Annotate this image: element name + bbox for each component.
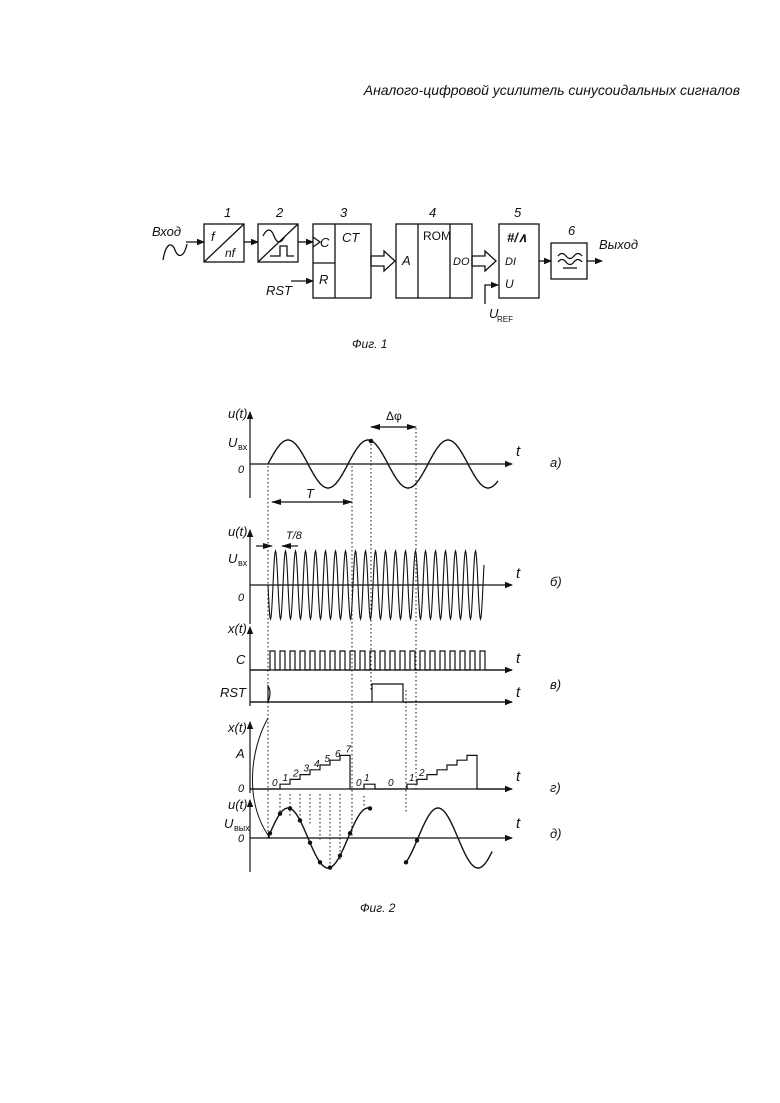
- sample-dot: [308, 841, 312, 845]
- panel-b-period8: T/8: [286, 530, 303, 542]
- sample-dot: [318, 860, 322, 864]
- panel-v-ylabel: x(t): [227, 621, 247, 636]
- panel-b-level-sub: вх: [238, 558, 248, 568]
- fig2-labels: u(t) U вх 0 t а) Δφ T u(t) U вх 0 t б) T…: [220, 406, 562, 845]
- panel-g-ylabel: x(t): [227, 720, 247, 735]
- panel-d-t: t: [516, 815, 521, 832]
- block3-title: CT: [342, 230, 360, 245]
- step-label: 0: [356, 778, 362, 789]
- step-label: 1: [409, 773, 415, 784]
- step-labels: 0123456701012: [272, 744, 425, 789]
- block5-title: #/∧: [507, 230, 527, 245]
- block2-sine-icon: [263, 230, 285, 242]
- panel-v-t-clock: t: [516, 650, 521, 667]
- bus-3-4-arrow: [371, 251, 395, 271]
- block1-top-label: f: [211, 229, 216, 244]
- block5-port-di: DI: [505, 256, 516, 268]
- panel-b-t: t: [516, 565, 521, 582]
- panel-d-ylabel: u(t): [228, 797, 248, 812]
- block1-bottom-label: nf: [225, 246, 237, 260]
- step-label: 5: [325, 754, 331, 765]
- fig1-block-diagram: Вход 1 f nf 2 3 C R CT R: [152, 205, 638, 324]
- panel-a-ylabel: u(t): [228, 406, 248, 421]
- block4-title: ROM: [423, 229, 451, 243]
- sample-dot: [328, 865, 332, 869]
- panel-g-zero: 0: [238, 783, 245, 795]
- input-sine-icon: [163, 244, 187, 260]
- panel-a-level: U: [228, 435, 238, 450]
- panel-a-zero: 0: [238, 464, 245, 476]
- step-label: 1: [364, 773, 370, 784]
- block2-number: 2: [275, 205, 284, 220]
- fig2-caption: Фиг. 2: [360, 901, 396, 915]
- step-label: 7: [346, 744, 352, 755]
- block1-number: 1: [224, 205, 231, 220]
- block3-number: 3: [340, 205, 348, 220]
- panel-b-level: U: [228, 551, 238, 566]
- panel-d-level: U: [224, 816, 234, 831]
- wire-uref: [485, 285, 498, 304]
- panel-b-zero: 0: [238, 592, 245, 604]
- panel-a-period: T: [306, 486, 315, 501]
- block4-port-do: DO: [453, 256, 470, 268]
- panel-g-level: A: [235, 746, 245, 761]
- sample-dot: [368, 806, 372, 810]
- panel-a-level-sub: вх: [238, 442, 248, 452]
- block3-clock-mark: [313, 237, 320, 247]
- panel-d-level-sub: вых: [234, 823, 250, 833]
- block6-number: 6: [568, 223, 576, 238]
- panel-d-zero: 0: [238, 833, 245, 845]
- step-label: 4: [314, 759, 320, 770]
- panel-v-clock: C: [236, 652, 246, 667]
- step-label: 0: [272, 778, 278, 789]
- block3-port-c: C: [320, 235, 330, 250]
- panel-v-reset: RST: [220, 685, 247, 700]
- panel-a-phase: Δφ: [386, 409, 402, 423]
- sample-dot: [415, 838, 419, 842]
- step-label: 1: [283, 773, 289, 784]
- panel-a-tag: а): [550, 455, 562, 470]
- counter-staircase: [250, 755, 505, 789]
- block1-diagonal: [204, 224, 244, 262]
- panel-b-tag: б): [550, 574, 562, 589]
- filter-wave-icon: [558, 260, 582, 265]
- block5-port-u: U: [505, 277, 514, 291]
- reset-pulse: [250, 684, 512, 702]
- fig1-rst-label: RST: [266, 283, 293, 298]
- panel-v-t-rst: t: [516, 684, 521, 701]
- block4-port-a: A: [401, 253, 411, 268]
- panel-b-ylabel: u(t): [228, 524, 248, 539]
- block4-number: 4: [429, 205, 436, 220]
- panel-a-t: t: [516, 443, 521, 460]
- fig1-uref-sub: REF: [497, 315, 513, 324]
- block3-port-r: R: [319, 272, 328, 287]
- fig2-timing-diagram: [250, 412, 512, 872]
- sync-curve: [252, 718, 270, 838]
- step-label: 6: [335, 749, 341, 760]
- clock-pulse-train: [250, 651, 512, 670]
- panel-d-tag: д): [550, 826, 562, 841]
- step-label: 3: [304, 764, 310, 775]
- sample-dot: [404, 860, 408, 864]
- step-label: 2: [292, 768, 299, 779]
- step-label: 2: [418, 768, 425, 779]
- fig1-output-label: Выход: [599, 237, 638, 252]
- fig1-input-label: Вход: [152, 224, 181, 239]
- peak-dot: [369, 439, 374, 444]
- dotted-guides: [268, 428, 416, 866]
- block5-number: 5: [514, 205, 522, 220]
- fig1-caption: Фиг. 1: [352, 337, 387, 351]
- filter-wave-icon: [558, 254, 582, 259]
- bus-4-5-arrow: [472, 251, 496, 271]
- panel-g-tag: г): [550, 780, 561, 795]
- step-label: 0: [388, 778, 394, 789]
- panel-v-tag: в): [550, 677, 561, 692]
- panel-g-t: t: [516, 768, 521, 785]
